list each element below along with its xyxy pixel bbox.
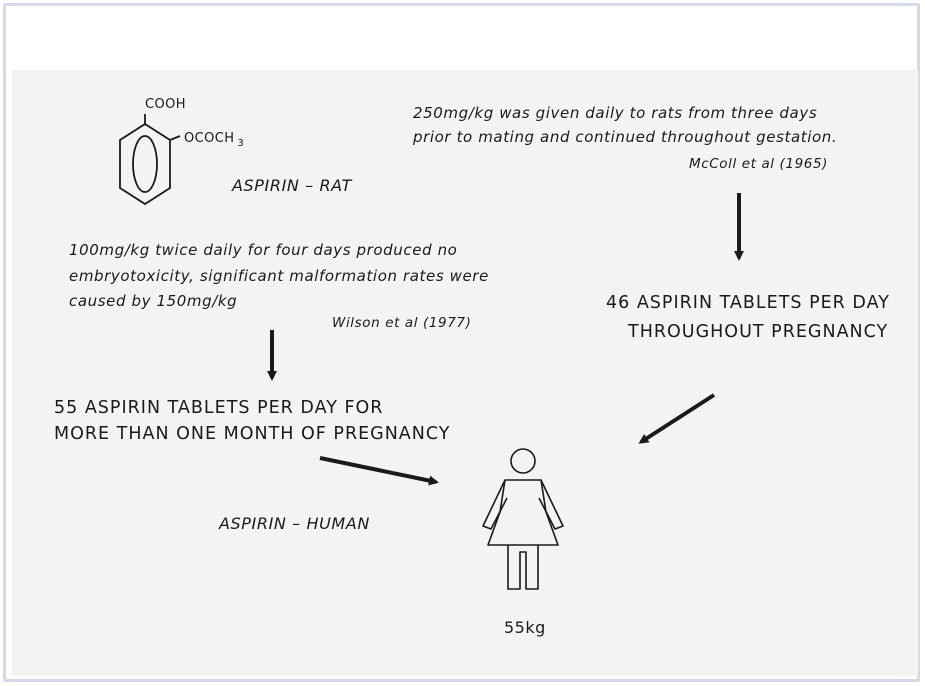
scanned-figure-background bbox=[12, 70, 918, 676]
wilson-citation: Wilson et al (1977) bbox=[332, 315, 472, 331]
cooh-label: COOH bbox=[145, 97, 186, 112]
equivalent-55-line-1: 55 ASPIRIN TABLETS PER DAY FOR bbox=[54, 398, 384, 418]
wilson-study-line-3: caused by 150mg/kg bbox=[69, 292, 238, 310]
aspirin-benzene-ring-icon bbox=[119, 114, 181, 206]
wilson-study-line-1: 100mg/kg twice daily for four days produ… bbox=[69, 241, 458, 259]
mccoll-study-line-2: prior to mating and continued throughout… bbox=[413, 128, 838, 146]
equivalent-46-line-1: 46 ASPIRIN TABLETS PER DAY bbox=[606, 293, 890, 313]
mccoll-citation: McColl et al (1965) bbox=[689, 156, 829, 172]
wilson-study-line-2: embryotoxicity, significant malformation… bbox=[69, 267, 489, 285]
equivalent-55-line-2: MORE THAN ONE MONTH OF PREGNANCY bbox=[54, 424, 451, 444]
woman-figure-icon bbox=[482, 448, 564, 590]
arrow-46-tablets-to-woman bbox=[638, 393, 716, 444]
aspirin-human-heading: ASPIRIN – HUMAN bbox=[219, 514, 370, 533]
equivalent-46-line-2: THROUGHOUT PREGNANCY bbox=[628, 322, 889, 342]
aspirin-rat-heading: ASPIRIN – RAT bbox=[232, 176, 352, 195]
mccoll-study-line-1: 250mg/kg was given daily to rats from th… bbox=[413, 104, 818, 122]
arrow-55-tablets-to-woman bbox=[319, 456, 439, 486]
body-weight-label: 55kg bbox=[504, 618, 546, 637]
